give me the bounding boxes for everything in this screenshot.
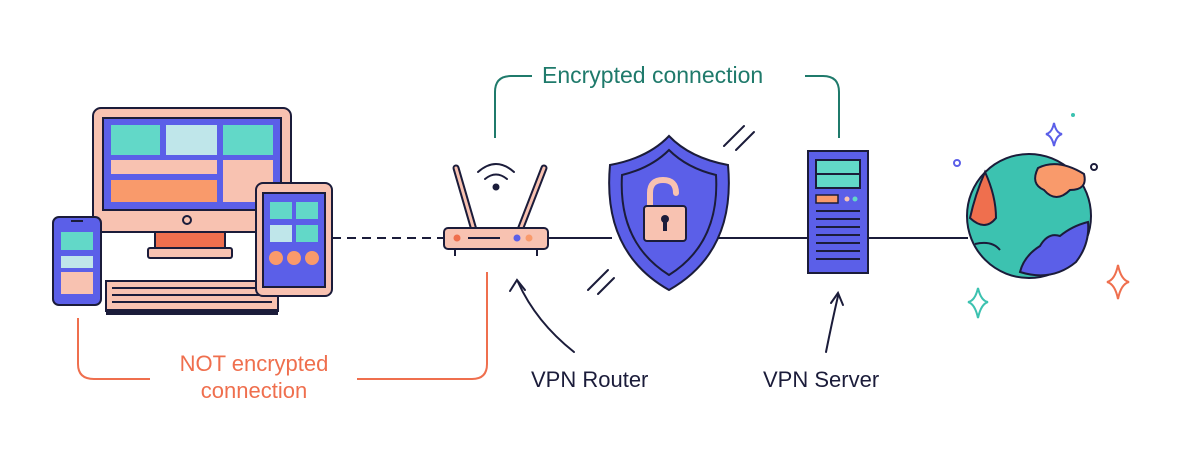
vpn-router-label: VPN Router	[531, 367, 649, 392]
not-encrypted-line2: connection	[200, 378, 308, 403]
phone-icon	[52, 216, 102, 306]
vpn-server-label: VPN Server	[763, 367, 880, 392]
encrypted-bracket	[494, 75, 840, 138]
globe-icon	[966, 153, 1092, 279]
sparkle-icon	[953, 113, 1130, 319]
tablet-icon	[255, 182, 333, 297]
router-icon	[443, 164, 549, 256]
server-arrow	[825, 290, 844, 353]
motion-lines	[587, 125, 755, 295]
desktop-monitor-icon	[92, 107, 292, 259]
encrypted-connection-label: Encrypted connection	[542, 62, 764, 88]
wifi-icon	[477, 163, 515, 191]
not-encrypted-bracket	[77, 272, 488, 380]
shield-lock-icon	[608, 134, 730, 292]
keyboard-icon	[105, 280, 279, 315]
not-encrypted-line1: NOT encrypted	[179, 351, 329, 376]
not-encrypted-connection-label: NOT encrypted connection	[150, 350, 358, 404]
router-arrow	[509, 278, 575, 353]
server-icon	[807, 150, 869, 274]
